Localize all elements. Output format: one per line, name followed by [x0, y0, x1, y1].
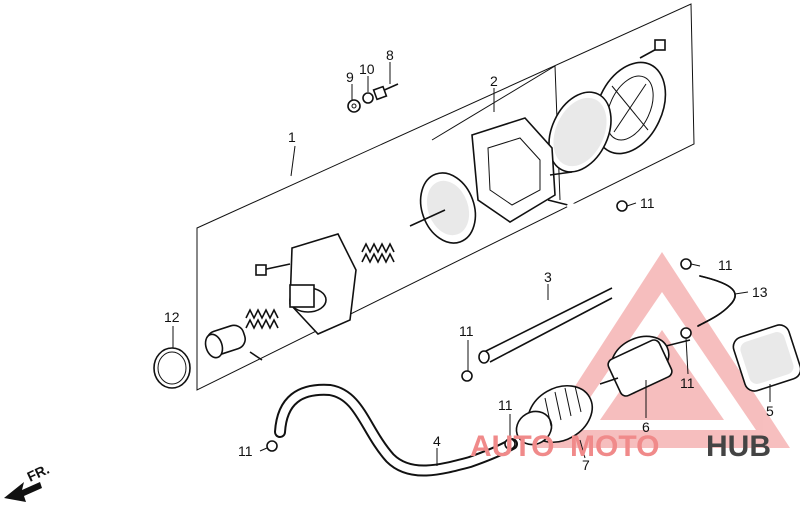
callout-2: 2 — [490, 73, 498, 89]
watermark-logo: AUTO MOTO HUB — [470, 430, 771, 463]
spring-lower — [245, 308, 279, 330]
front-label: FR. — [25, 461, 52, 485]
callout-4: 4 — [433, 433, 441, 449]
diaphragm-gasket — [548, 91, 612, 173]
callout-8: 8 — [386, 47, 394, 63]
watermark-hub: HUB — [706, 430, 771, 463]
callout-12: 12 — [164, 309, 180, 325]
front-direction-arrow: FR. — [4, 461, 52, 502]
washer-10 — [362, 92, 374, 104]
rod-3 — [478, 287, 613, 364]
callout-5: 5 — [766, 403, 774, 419]
washer-9 — [347, 99, 361, 113]
spring-upper — [361, 242, 395, 264]
pump-cover — [593, 61, 667, 155]
callout-11-b: 11 — [718, 257, 733, 273]
o-ring-12 — [153, 347, 191, 389]
watermark-moto: MOTO — [570, 430, 659, 463]
callout-13: 13 — [752, 284, 768, 300]
callout-11-a: 11 — [640, 195, 655, 211]
callout-3: 3 — [544, 269, 552, 285]
callout-11-f: 11 — [238, 443, 253, 459]
leader-lines — [172, 62, 771, 466]
callout-10: 10 — [359, 61, 375, 77]
strainer-7 — [515, 384, 593, 446]
pump-housing-flange — [289, 233, 357, 335]
filter-5 — [732, 324, 800, 392]
diaphragm — [409, 172, 477, 244]
bolt-left — [255, 263, 291, 276]
pump-motor-6 — [599, 335, 691, 397]
callout-6: 6 — [642, 419, 650, 435]
callout-7: 7 — [582, 457, 590, 473]
callout-11-c: 11 — [459, 323, 474, 339]
watermark-auto: AUTO — [470, 430, 554, 463]
screw-8 — [372, 83, 399, 101]
callout-11-d: 11 — [680, 375, 695, 391]
screw-top-right — [639, 39, 666, 59]
callout-9: 9 — [346, 69, 354, 85]
assembly-outline — [196, 3, 695, 391]
pump-body — [471, 117, 573, 223]
callout-11-e: 11 — [498, 397, 513, 413]
callout-1: 1 — [288, 129, 296, 145]
plunger — [204, 324, 263, 361]
